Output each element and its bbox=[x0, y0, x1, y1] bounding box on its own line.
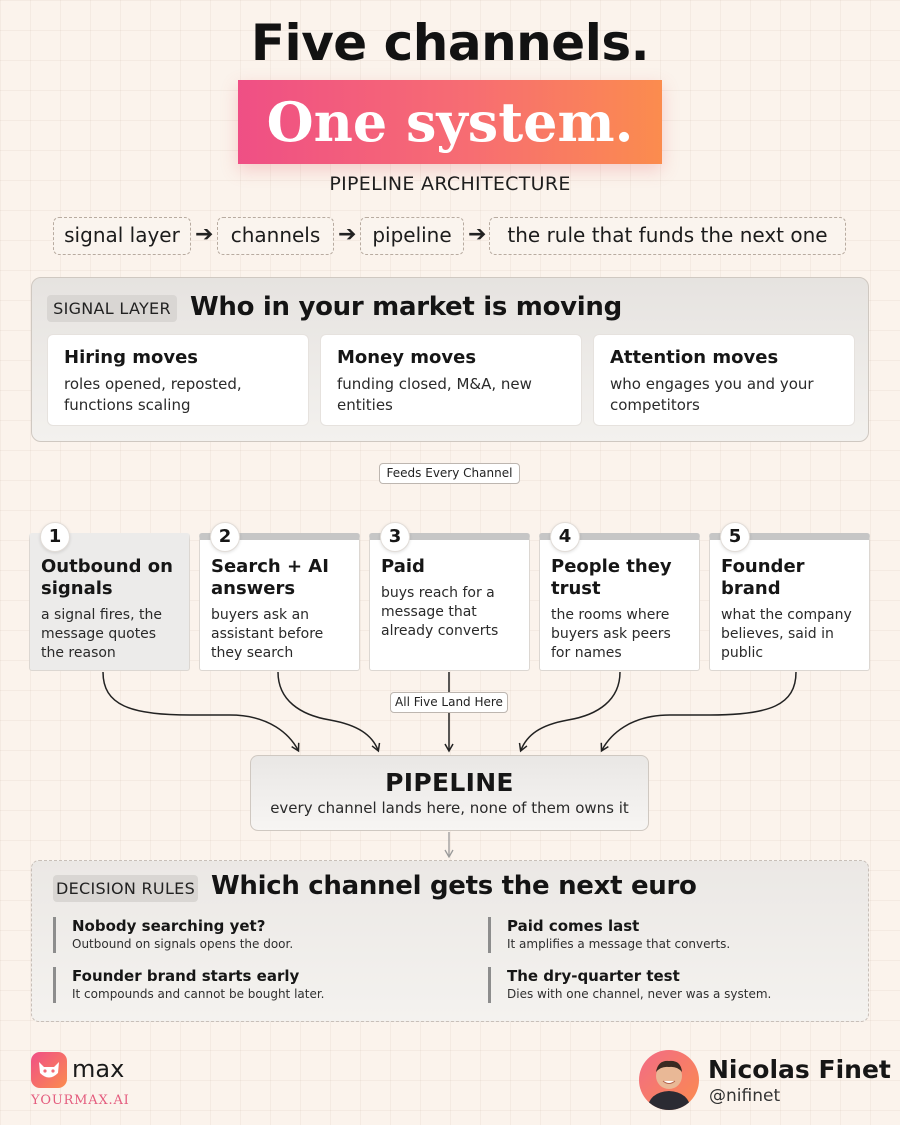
rule-title: Nobody searching yet? bbox=[72, 917, 266, 935]
channel-desc: buyers ask an assistant before they sear… bbox=[211, 607, 324, 661]
channel-number-badge: 2 bbox=[210, 522, 240, 552]
signal-card-desc: roles opened, reposted, functions scalin… bbox=[64, 375, 242, 414]
flow-step-funding-rule: the rule that funds the next one bbox=[489, 217, 846, 255]
signal-card-desc: funding closed, M&A, new entities bbox=[337, 375, 532, 414]
channel-title: People they trust bbox=[551, 556, 672, 599]
author-handle: @nifinet bbox=[709, 1086, 781, 1106]
signal-layer-tag: SIGNAL LAYER bbox=[47, 295, 177, 322]
channel-number-badge: 3 bbox=[380, 522, 410, 552]
feeds-every-channel-label: Feeds Every Channel bbox=[379, 463, 520, 484]
channel-card-paid: 3 Paid buys reach for a message that alr… bbox=[369, 522, 530, 671]
rule-title: The dry-quarter test bbox=[507, 967, 680, 985]
signal-card-attention: Attention moves who engages you and your… bbox=[593, 334, 855, 426]
flow-arrow-icon: ➔ bbox=[195, 222, 214, 247]
signal-card-title: Hiring moves bbox=[64, 347, 199, 368]
rule-desc: It compounds and cannot be bought later. bbox=[72, 987, 325, 1001]
decision-rules-heading: Which channel gets the next euro bbox=[211, 871, 697, 901]
fox-logo-icon bbox=[31, 1052, 67, 1088]
connector-ch2 bbox=[277, 671, 381, 753]
channel-number-badge: 5 bbox=[720, 522, 750, 552]
title-line-1: Five channels. bbox=[250, 14, 650, 72]
author-avatar bbox=[639, 1050, 699, 1110]
all-five-land-label: All Five Land Here bbox=[390, 692, 508, 713]
flow-step-channels: channels bbox=[217, 217, 334, 255]
connector-ch1 bbox=[102, 671, 300, 753]
channel-card-outbound: 1 Outbound on signals a signal fires, th… bbox=[29, 522, 190, 671]
rule-title: Paid comes last bbox=[507, 917, 640, 935]
signal-card-title: Attention moves bbox=[610, 347, 779, 368]
pipeline-title: PIPELINE bbox=[385, 768, 514, 797]
connector-ch4 bbox=[518, 671, 621, 753]
decision-rules-tag: DECISION RULES bbox=[53, 875, 198, 902]
flow-arrow-icon: ➔ bbox=[468, 222, 487, 247]
flow-arrow-icon: ➔ bbox=[338, 222, 357, 247]
signal-card-hiring: Hiring moves roles opened, reposted, fun… bbox=[47, 334, 309, 426]
channel-desc: a signal fires, the message quotes the r… bbox=[41, 607, 162, 661]
flow-step-signal-layer: signal layer bbox=[53, 217, 191, 255]
channel-number-badge: 1 bbox=[40, 522, 70, 552]
flow-step-pipeline: pipeline bbox=[360, 217, 464, 255]
subtitle: PIPELINE ARCHITECTURE bbox=[329, 173, 571, 195]
signal-layer-heading: Who in your market is moving bbox=[190, 292, 622, 322]
author-name: Nicolas Finet bbox=[708, 1055, 891, 1084]
channel-title: Search + AI answers bbox=[211, 556, 329, 599]
rule-desc: Dies with one channel, never was a syste… bbox=[507, 987, 772, 1001]
signal-card-money: Money moves funding closed, M&A, new ent… bbox=[320, 334, 582, 426]
rule-item: Nobody searching yet? Outbound on signal… bbox=[53, 917, 413, 953]
signal-card-desc: who engages you and your competitors bbox=[610, 375, 814, 414]
channel-desc: what the company believes, said in publi… bbox=[721, 607, 852, 661]
rule-desc: It amplifies a message that converts. bbox=[507, 937, 731, 951]
rule-title: Founder brand starts early bbox=[72, 967, 300, 985]
logo-url: YOURMAX.AI bbox=[31, 1093, 130, 1108]
channel-title: Founder brand bbox=[721, 556, 805, 599]
channel-card-search: 2 Search + AI answers buyers ask an assi… bbox=[199, 522, 360, 671]
logo-wordmark: max bbox=[72, 1055, 125, 1083]
rule-item: Paid comes last It amplifies a message t… bbox=[488, 917, 848, 953]
channel-card-trust: 4 People they trust the rooms where buye… bbox=[539, 522, 700, 671]
channel-desc: buys reach for a message that already co… bbox=[381, 585, 499, 639]
rule-item: The dry-quarter test Dies with one chann… bbox=[488, 967, 848, 1003]
pipeline-box: PIPELINE every channel lands here, none … bbox=[250, 755, 649, 831]
channel-title: Paid bbox=[381, 556, 425, 577]
pipeline-desc: every channel lands here, none of them o… bbox=[270, 799, 629, 817]
channel-number-badge: 4 bbox=[550, 522, 580, 552]
signal-card-title: Money moves bbox=[337, 347, 477, 368]
title-line-2-banner: One system. bbox=[238, 80, 662, 164]
channel-desc: the rooms where buyers ask peers for nam… bbox=[551, 607, 671, 661]
connector-ch5 bbox=[600, 671, 797, 753]
channel-card-founder: 5 Founder brand what the company believe… bbox=[709, 522, 870, 671]
rule-item: Founder brand starts early It compounds … bbox=[53, 967, 413, 1003]
channel-title: Outbound on signals bbox=[41, 556, 173, 599]
rule-desc: Outbound on signals opens the door. bbox=[72, 937, 294, 951]
